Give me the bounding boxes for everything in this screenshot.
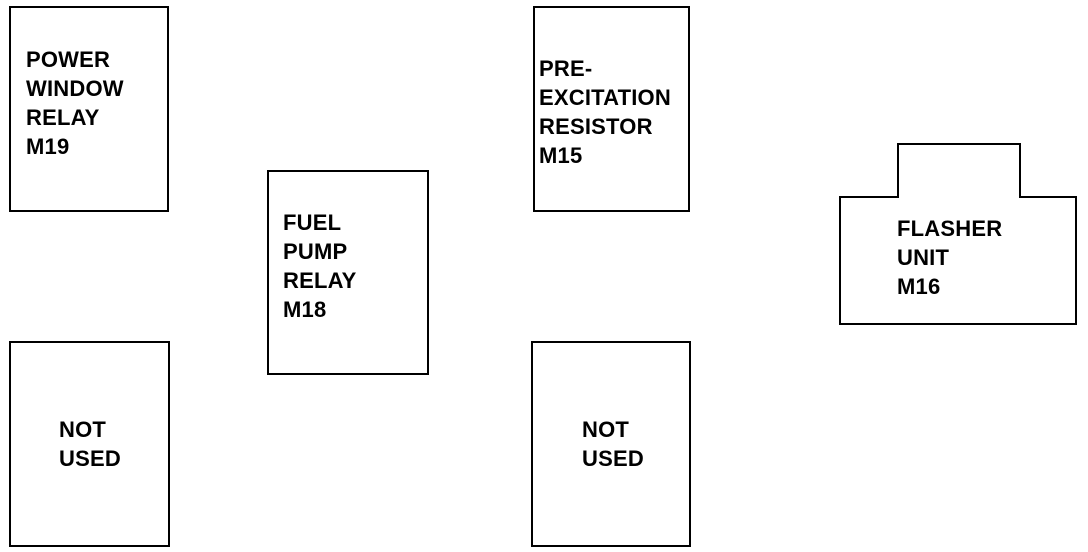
power-window-relay-line-3: RELAY	[26, 105, 100, 130]
power-window-relay-box	[9, 6, 169, 212]
not-used-center-line-1: NOT	[582, 417, 630, 442]
not-used-left-label: NOT USED	[59, 415, 121, 473]
power-window-relay-line-1: POWER	[26, 47, 111, 72]
not-used-center-box	[531, 341, 691, 547]
power-window-relay-line-4: M19	[26, 134, 70, 159]
not-used-left-line-2: USED	[59, 446, 121, 471]
flasher-unit-box	[839, 196, 1077, 325]
flasher-unit-line-2: UNIT	[897, 245, 950, 270]
not-used-center-line-2: USED	[582, 446, 644, 471]
power-window-relay-label: POWER WINDOW RELAY M19	[26, 45, 124, 161]
pre-excitation-resistor-line-1: PRE-	[539, 56, 593, 81]
pre-excitation-resistor-line-3: RESISTOR	[539, 114, 653, 139]
fuel-pump-relay-label: FUEL PUMP RELAY M18	[283, 208, 357, 324]
pre-excitation-resistor-box	[533, 6, 690, 212]
pre-excitation-resistor-label: PRE- EXCITATION RESISTOR M15	[539, 54, 671, 170]
flasher-unit-top-tab	[897, 143, 1021, 198]
pre-excitation-resistor-line-4: M15	[539, 143, 583, 168]
fuel-pump-relay-line-4: M18	[283, 297, 327, 322]
flasher-unit-line-3: M16	[897, 274, 941, 299]
flasher-unit-label: FLASHER UNIT M16	[897, 214, 1002, 301]
flasher-unit-line-1: FLASHER	[897, 216, 1003, 241]
not-used-left-line-1: NOT	[59, 417, 107, 442]
power-window-relay-line-2: WINDOW	[26, 76, 124, 101]
fuel-pump-relay-line-2: PUMP	[283, 239, 348, 264]
fuel-pump-relay-line-1: FUEL	[283, 210, 342, 235]
fuel-pump-relay-box	[267, 170, 429, 375]
pre-excitation-resistor-line-2: EXCITATION	[539, 85, 671, 110]
not-used-left-box	[9, 341, 170, 547]
not-used-center-label: NOT USED	[582, 415, 644, 473]
fuel-pump-relay-line-3: RELAY	[283, 268, 357, 293]
